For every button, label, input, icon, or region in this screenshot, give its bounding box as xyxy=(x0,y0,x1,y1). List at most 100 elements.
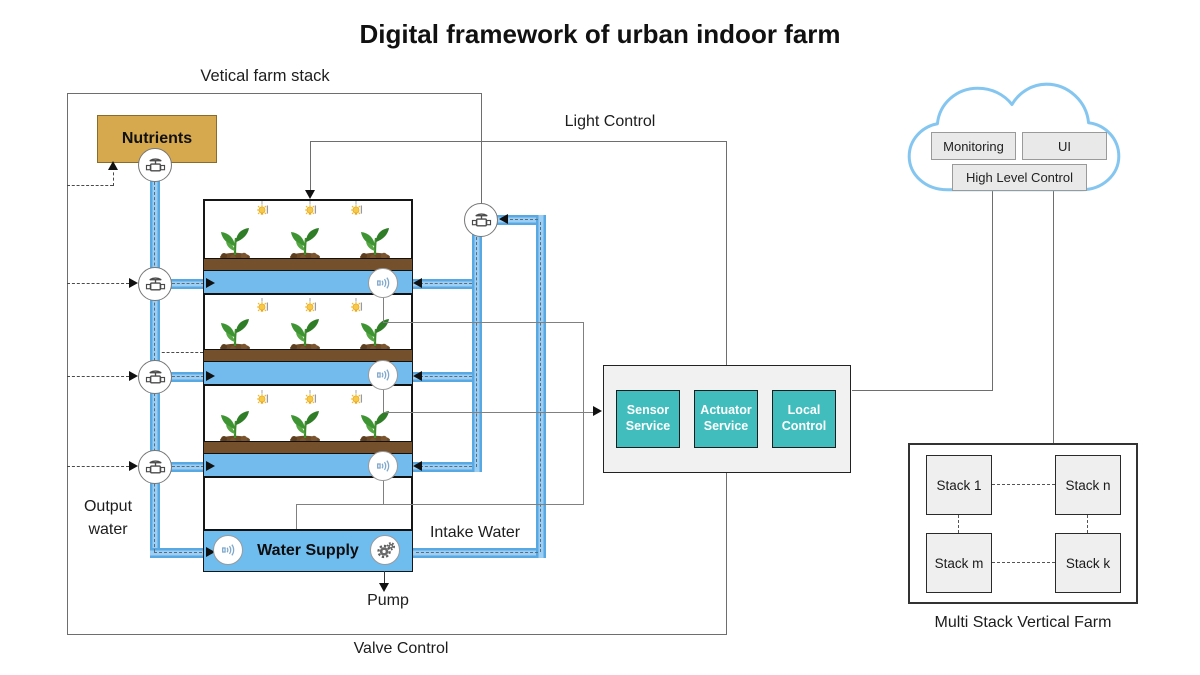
ui-label: UI xyxy=(1058,138,1071,154)
flow-dash xyxy=(540,222,541,552)
sensor-wire xyxy=(296,504,583,505)
intake-water-label: Intake Water xyxy=(429,524,521,541)
right-branch-pipe-1 xyxy=(410,279,472,289)
sensor-wire xyxy=(383,296,384,322)
seedling-icon xyxy=(351,409,399,445)
grow-light-icon xyxy=(347,201,365,219)
valve-control-branch-1 xyxy=(67,283,129,284)
flow-dash xyxy=(500,219,538,220)
valve-2-arrow xyxy=(129,371,138,381)
grow-light-icon xyxy=(347,298,365,316)
gear-pump-icon xyxy=(370,535,400,565)
seedling-icon xyxy=(281,409,329,445)
pump-arrow xyxy=(379,583,389,592)
sensor-wire xyxy=(383,322,583,323)
water-supply-label: Water Supply xyxy=(257,542,359,559)
water-in-arrow xyxy=(206,278,215,288)
water-in-arrow xyxy=(206,461,215,471)
grow-light-icon xyxy=(347,390,365,408)
valve-control-branch-3 xyxy=(67,466,129,467)
seedling-icon xyxy=(351,226,399,262)
intake-top-pipe xyxy=(495,215,536,225)
right-branch-pipe-2 xyxy=(410,372,472,382)
light-drop-line xyxy=(310,141,311,193)
light-control-line xyxy=(310,141,727,142)
page-title: Digital framework of urban indoor farm xyxy=(359,19,841,49)
wireless-sensor-icon xyxy=(368,360,398,390)
stack-link-dash xyxy=(992,484,1055,485)
nutrients-label: Nutrients xyxy=(121,130,193,147)
pump-line xyxy=(384,571,385,584)
flow-dash xyxy=(154,552,202,553)
valve-control-branch-nutrients xyxy=(67,185,113,186)
valve-icon xyxy=(138,267,172,301)
intake-to-valve-arrow xyxy=(499,214,508,224)
water-in-arrow xyxy=(206,547,215,557)
flow-dash xyxy=(420,283,472,284)
high-level-control-box: High Level Control xyxy=(952,164,1087,191)
sensor-wire xyxy=(383,412,593,413)
grow-light-icon xyxy=(253,201,271,219)
stack-k-label: Stack k xyxy=(1065,555,1111,571)
cloud-to-services-line xyxy=(852,390,993,391)
valve-icon xyxy=(138,148,172,182)
stack-n-label: Stack n xyxy=(1065,477,1111,493)
flow-dash xyxy=(476,237,477,467)
grow-light-icon xyxy=(301,298,319,316)
pump-label: Pump xyxy=(367,592,409,609)
soil-bed xyxy=(204,441,412,454)
sensor-wire xyxy=(383,479,384,504)
left-branch-pipe-3 xyxy=(158,462,205,472)
water-in-arrow xyxy=(413,278,422,288)
stack-1-box: Stack 1 xyxy=(926,455,992,515)
actuator-service-box: Actuator Service xyxy=(694,390,758,448)
intake-bottom-pipe xyxy=(413,548,536,558)
left-branch-pipe-1 xyxy=(158,279,205,289)
flow-dash xyxy=(172,376,204,377)
stack-m-box: Stack m xyxy=(926,533,992,593)
wireless-sensor-icon xyxy=(368,268,398,298)
cloud-to-multistack-line xyxy=(1053,188,1054,443)
valve-control-branch-nutrients-riser xyxy=(113,167,114,186)
stack-1-label: Stack 1 xyxy=(936,477,982,493)
nutrients-arrow xyxy=(108,161,118,170)
monitoring-box: Monitoring xyxy=(931,132,1016,160)
valve-icon xyxy=(464,203,498,237)
flow-dash xyxy=(420,466,472,467)
actuator-service-label: Actuator Service xyxy=(700,403,752,433)
right-branch-pipe-3 xyxy=(410,462,472,472)
seedling-icon xyxy=(281,317,329,353)
wireless-sensor-icon xyxy=(213,535,243,565)
monitoring-label: Monitoring xyxy=(943,138,1004,154)
valve-control-branch-2 xyxy=(67,376,129,377)
left-branch-pipe-2 xyxy=(158,372,205,382)
flow-dash xyxy=(420,376,472,377)
sensor-wire-bus xyxy=(583,322,584,505)
valve-control-bottom-line xyxy=(67,634,727,635)
valve-icon xyxy=(138,360,172,394)
local-control-box: Local Control xyxy=(772,390,836,448)
stack-m-label: Stack m xyxy=(934,555,984,571)
stack-boundary-top-line xyxy=(67,93,482,94)
water-in-arrow xyxy=(206,371,215,381)
light-into-stack-arrow xyxy=(305,190,315,199)
soil-bed xyxy=(204,258,412,271)
flow-dash xyxy=(416,552,538,553)
output-water-label: Output water xyxy=(83,498,133,539)
seedling-icon xyxy=(211,409,259,445)
high-level-control-label: High Level Control xyxy=(966,170,1073,185)
water-in-arrow xyxy=(413,461,422,471)
local-control-label: Local Control xyxy=(781,403,827,433)
grow-light-icon xyxy=(253,298,271,316)
right-feed-pipe xyxy=(472,232,482,472)
sensor-wire xyxy=(383,390,384,412)
nutrient-feed-dash xyxy=(157,352,203,353)
output-to-supply-pipe xyxy=(150,548,208,558)
flow-dash xyxy=(172,466,204,467)
stack-link-dash xyxy=(992,562,1055,563)
valve-3-arrow xyxy=(129,461,138,471)
soil-bed xyxy=(204,349,412,362)
stack-n-box: Stack n xyxy=(1055,455,1121,515)
sensor-service-box: Sensor Service xyxy=(616,390,680,448)
vertical-farm-stack-label: Vetical farm stack xyxy=(200,67,330,85)
